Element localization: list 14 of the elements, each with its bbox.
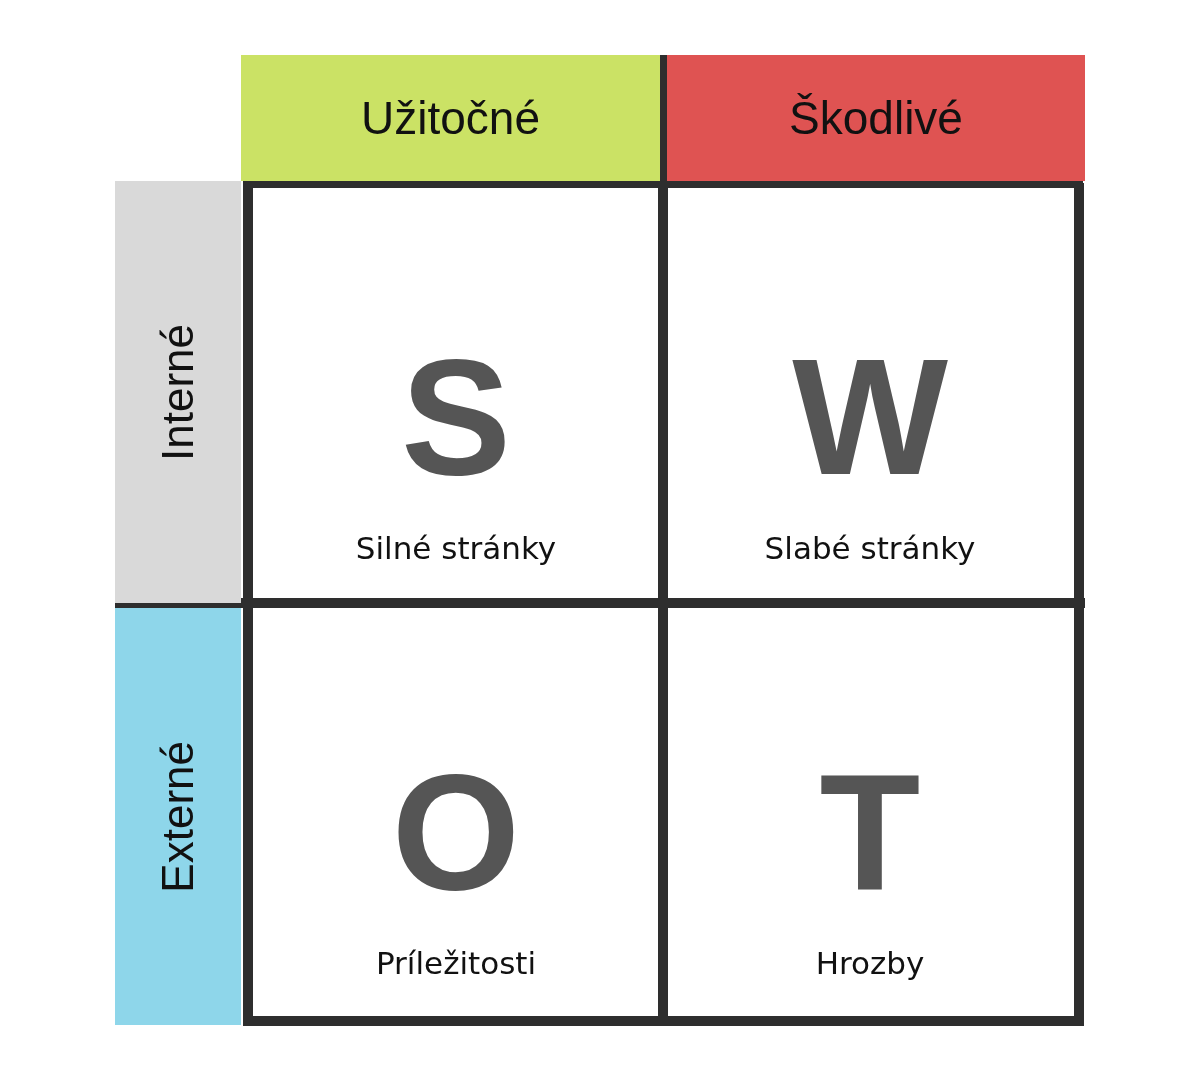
quadrant-caption: Hrozby [815, 945, 925, 981]
column-header: Užitočné [241, 55, 660, 181]
row-header-text: Externé [153, 740, 203, 893]
quadrant-caption: Silné stránky [355, 530, 557, 566]
quadrant-caption: Slabé stránky [764, 530, 976, 566]
row-header [115, 181, 241, 603]
row-header [115, 608, 241, 1025]
quadrant-letter: W [792, 335, 948, 500]
column-header: Škodlivé [667, 55, 1085, 181]
row-header-text: Interné [153, 323, 203, 461]
quadrant-letter: T [819, 750, 921, 915]
quadrant-caption: Príležitosti [375, 945, 537, 981]
quadrant-letter: S [400, 335, 512, 500]
quadrant-letter: O [391, 750, 521, 915]
